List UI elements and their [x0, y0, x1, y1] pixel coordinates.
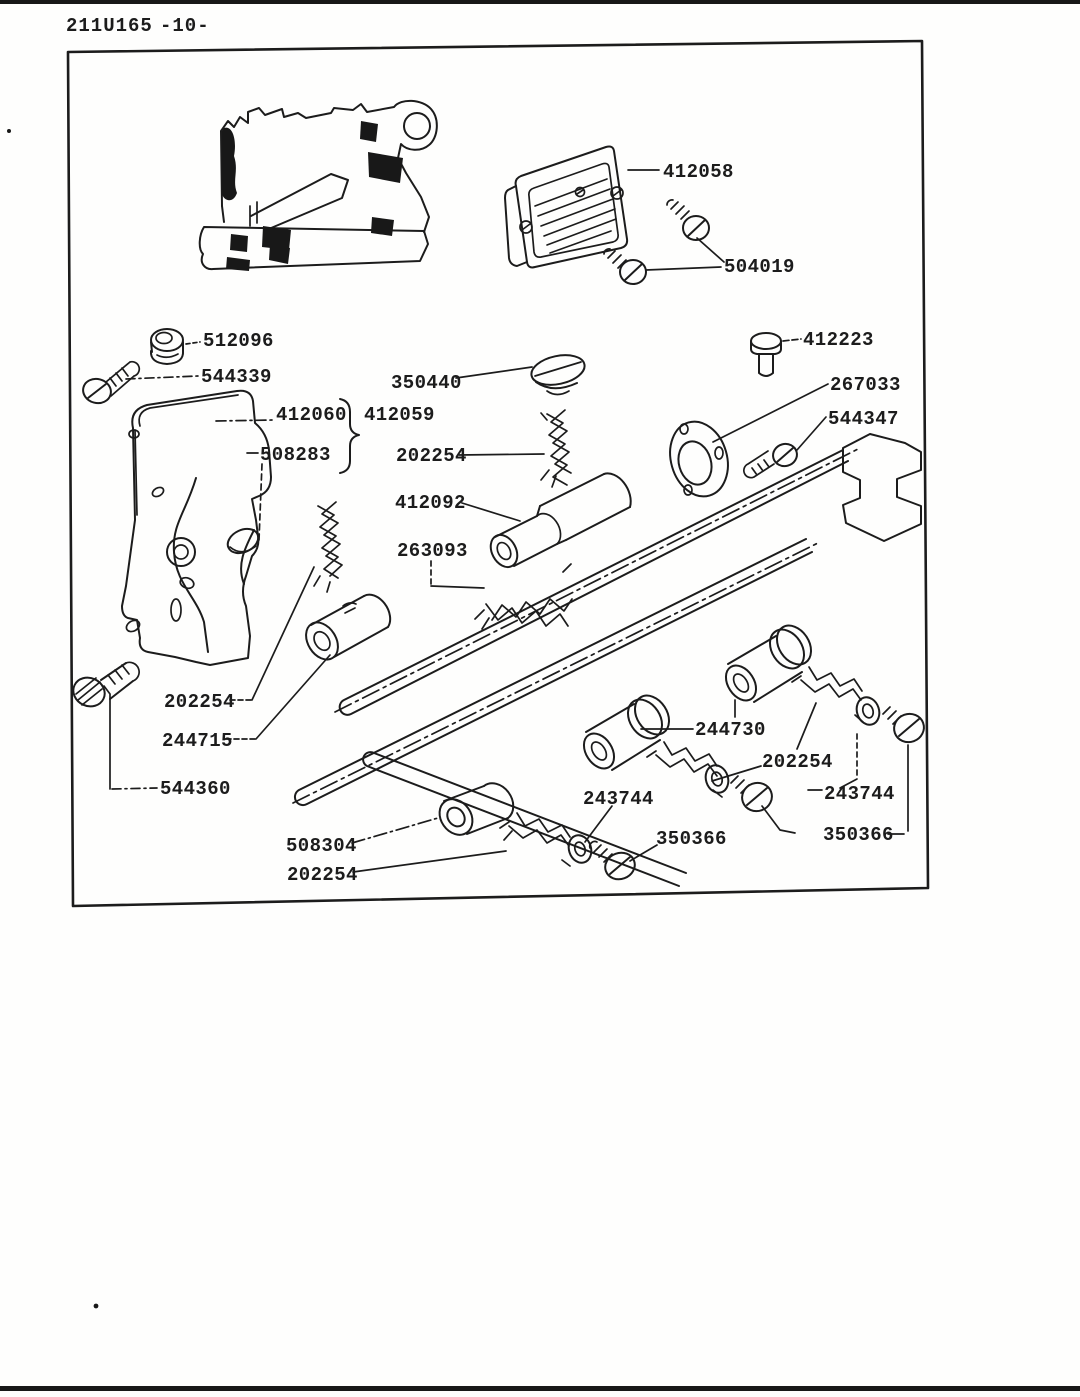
- part-label-263093: 263093: [397, 540, 468, 562]
- screw-544360-drawing: [72, 661, 140, 708]
- part-label-412223: 412223: [803, 329, 874, 351]
- screw-544339-drawing: [82, 360, 141, 405]
- part-label-202254-right: 202254: [762, 751, 833, 773]
- part-label-412058: 412058: [663, 161, 734, 183]
- leader-lines: [103, 169, 909, 873]
- part-label-504019: 504019: [724, 256, 795, 278]
- flange-267033-drawing: [669, 420, 729, 498]
- scan-speck: [7, 129, 11, 133]
- wick-202254-right2-drawing: [791, 666, 864, 723]
- roller-508304-drawing: [438, 782, 515, 836]
- nut-512096-drawing: [149, 328, 185, 365]
- part-label-244715: 244715: [162, 730, 233, 752]
- doc-code: 211U165: [66, 15, 153, 37]
- part-label-202254-left: 202254: [164, 691, 235, 713]
- top-page-rule: [0, 0, 1080, 4]
- scan-speck: [93, 1303, 99, 1309]
- part-label-412059: 412059: [364, 404, 435, 426]
- part-label-243744-left: 243744: [583, 788, 654, 810]
- bushing-244730-right-drawing: [724, 624, 813, 703]
- wick-202254-left-drawing: [313, 501, 343, 593]
- pin-412223-drawing: [750, 332, 782, 377]
- part-label-412092: 412092: [395, 492, 466, 514]
- part-label-267033: 267033: [830, 374, 901, 396]
- cap-350440-drawing: [530, 354, 586, 396]
- part-label-512096: 512096: [203, 330, 274, 352]
- part-label-350366-right: 350366: [823, 824, 894, 846]
- part-label-544360: 544360: [160, 778, 231, 800]
- part-label-508304: 508304: [286, 835, 357, 857]
- shaft-and-rods-drawing: [292, 433, 922, 887]
- screw-504019-drawing: [603, 199, 710, 285]
- part-label-202254-bottom: 202254: [287, 864, 358, 886]
- wick-202254-bottom-drawing: [499, 812, 571, 867]
- screw-350366-drawing: [588, 706, 925, 881]
- page-number: -10-: [160, 15, 210, 37]
- screw-544347-drawing: [742, 442, 798, 479]
- group-brace: [339, 398, 360, 474]
- bushing-244715-drawing: [305, 593, 392, 661]
- part-label-244730: 244730: [695, 719, 766, 741]
- part-label-544339: 544339: [201, 366, 272, 388]
- cover-assembly-drawing: [121, 389, 272, 666]
- part-label-243744-right: 243744: [824, 783, 895, 805]
- bottom-page-rule: [0, 1386, 1080, 1391]
- part-label-544347: 544347: [828, 408, 899, 430]
- part-label-412060: 412060: [276, 404, 347, 426]
- part-label-202254-mid: 202254: [396, 445, 467, 467]
- part-label-350440: 350440: [391, 372, 462, 394]
- bushing-244730-left-drawing: [582, 694, 671, 771]
- wick-263093-drawing: [474, 563, 573, 630]
- part-label-508283: 508283: [260, 444, 331, 466]
- wick-202254-mid-drawing: [540, 409, 572, 488]
- machine-silhouette: [198, 99, 438, 271]
- bushing-412092-drawing: [489, 472, 632, 569]
- part-label-350366-left: 350366: [656, 828, 727, 850]
- diagram-frame: [66, 39, 930, 908]
- cover-plate-drawing: [504, 145, 629, 269]
